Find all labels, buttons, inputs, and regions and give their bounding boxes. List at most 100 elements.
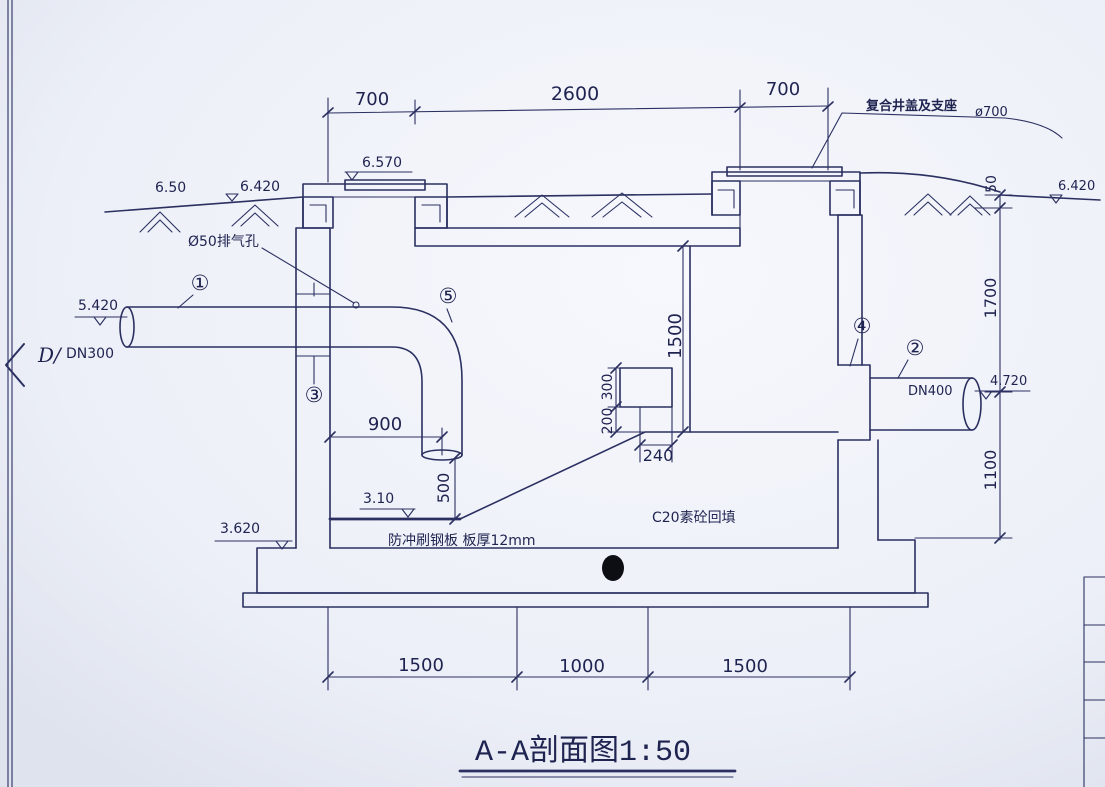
- pipe-outer-wall: [126, 306, 463, 456]
- sheet-border: [7, 0, 13, 787]
- dimension-line-900: [329, 427, 443, 456]
- earth-hatch: [514, 194, 570, 218]
- dimension-tick: [610, 362, 622, 438]
- dimension-tick: [322, 101, 834, 118]
- dimension-label: 700: [766, 79, 800, 100]
- chamber-wall-right: [837, 214, 879, 549]
- ground-surface-right: [859, 171, 1101, 201]
- vent-leader: [261, 247, 355, 304]
- dimension-tick: [324, 431, 448, 443]
- pipe-wall: [869, 377, 973, 431]
- dimension-label: 900: [368, 414, 402, 435]
- extension-line: [914, 194, 1013, 539]
- wall-sleeve-right: [837, 364, 871, 441]
- vent-hole: [352, 301, 360, 309]
- dimension-label: 300: [600, 374, 616, 401]
- dimension-label: 700: [355, 89, 389, 110]
- dimension-label: 1500: [398, 655, 444, 676]
- earth-hatch: [591, 192, 653, 218]
- callout-3: ③: [305, 383, 324, 407]
- callout-leader: [897, 359, 909, 379]
- dimension-label: 1500: [722, 656, 768, 677]
- dimension-bottom: 1500 1000 1500: [322, 606, 856, 691]
- outlet-pipe: [869, 377, 982, 431]
- drawing-title: A-A剖面图1:50: [458, 734, 737, 778]
- cover-neck-detail: [717, 189, 855, 209]
- dimension-label: 200: [600, 408, 616, 435]
- cover-size-text: ø700: [975, 105, 1008, 120]
- pipe-inner-wall: [126, 346, 423, 456]
- dimension-tick: [449, 452, 461, 525]
- elevation-triangle: [93, 316, 107, 326]
- dimension-label: 1100: [981, 450, 1000, 491]
- dimension-tick: [322, 671, 856, 683]
- elevation-cover-left: 6.570: [362, 155, 402, 171]
- cover-note-text: 复合井盖及支座: [865, 98, 957, 114]
- manhole-cover-left: [302, 179, 448, 229]
- ground-surface-left: [104, 196, 304, 213]
- elevation-triangle: [275, 540, 289, 550]
- elevation-outlet: 4.720: [990, 374, 1027, 389]
- chamber-wall-left: [295, 227, 331, 549]
- outlet-pipe-label: DN400: [908, 384, 953, 399]
- dimension-label: 50: [984, 175, 1000, 193]
- cover-plate: [344, 179, 426, 191]
- cover-neck-block: [711, 180, 741, 216]
- elevation-triangle: [1049, 194, 1063, 204]
- pipe-end: [962, 377, 982, 431]
- dimension-label: 1500: [665, 313, 686, 359]
- manhole-cover-right: [711, 166, 861, 216]
- callout-5: ⑤: [439, 284, 458, 308]
- callout-leader: [446, 308, 453, 323]
- inlet-pipe-label: DN300: [66, 346, 114, 362]
- dimension-inner: 900 500 1500 300 200 240: [324, 240, 689, 525]
- handwritten-arrow: [5, 343, 25, 387]
- dimension-label: 500: [434, 473, 453, 504]
- vent-label: Ø50排气孔: [188, 234, 259, 250]
- fill-note: C20素砼回填: [652, 510, 736, 526]
- labels: Ø50排气孔 DN300 D/ DN400 防冲刷钢板 板厚12mm C20素砼…: [5, 234, 953, 549]
- ground-surface-middle: [446, 193, 713, 198]
- callout-1: ①: [191, 271, 210, 295]
- earth-hatch: [904, 193, 952, 216]
- table-lines: [1083, 576, 1105, 787]
- callout-leader: [849, 338, 859, 367]
- elevation-triangle: [979, 390, 993, 400]
- plate-note: 防冲刷钢板 板厚12mm: [388, 533, 536, 549]
- elevation-ground-right: 6.420: [1058, 179, 1095, 194]
- ink-blot: [602, 555, 624, 581]
- dimension-top: 700 2600 700: [322, 79, 834, 183]
- dimension-line-240: [639, 406, 673, 463]
- base-plate: [242, 592, 929, 608]
- dimension-line: [327, 105, 829, 114]
- roof-slab: [414, 227, 741, 247]
- elevation-triangle: [401, 508, 415, 518]
- extension-line: [327, 606, 851, 691]
- earth-hatch: [231, 204, 279, 227]
- earth-hatch: [139, 211, 181, 233]
- elevation-triangle: [345, 171, 359, 181]
- leader-line: [811, 112, 1063, 169]
- elevation-ground-left: 6.50: [155, 180, 186, 196]
- title-text: A-A剖面图1:50: [475, 734, 691, 770]
- ground: [104, 171, 1101, 233]
- callout-2: ②: [906, 336, 925, 360]
- callout-4: ④: [853, 314, 872, 338]
- cover-note: 复合井盖及支座 ø700: [811, 98, 1063, 169]
- dimension-label: 2600: [551, 83, 599, 105]
- elevation-inlet: 5.420: [78, 298, 118, 314]
- dimension-label: 1700: [981, 278, 1000, 319]
- dimension-tick: [994, 189, 1006, 544]
- dimension-right: 50 1700 1100: [914, 175, 1013, 544]
- dimension-tick: [634, 439, 678, 451]
- elevation-ground-left-2: 6.420: [240, 179, 280, 195]
- dimension-line-block: [607, 367, 646, 433]
- wall-sleeve-left: [295, 293, 331, 357]
- dimension-label: 1000: [559, 656, 605, 677]
- handwritten-mark: D/: [37, 343, 63, 367]
- callout-leader: [177, 294, 194, 309]
- callouts: ① ② ③ ④ ⑤: [177, 271, 925, 407]
- earth-hatch: [949, 195, 991, 216]
